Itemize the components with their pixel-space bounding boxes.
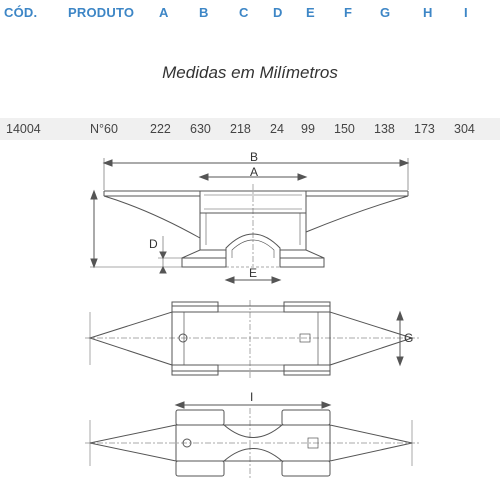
label-i: I — [250, 390, 253, 404]
header-produto: PRODUTO — [68, 5, 135, 20]
units-subtitle: Medidas em Milímetros — [162, 63, 338, 82]
row-value-i: 304 — [454, 122, 475, 136]
header-cod: CÓD. — [4, 5, 38, 20]
row-value-d: 24 — [270, 122, 284, 136]
row-value-c: 218 — [230, 122, 251, 136]
header-col-e: E — [306, 5, 315, 20]
anvil-top-view: G — [85, 300, 420, 378]
header-col-h: H — [423, 5, 433, 20]
row-value-e: 99 — [301, 122, 315, 136]
table-row: 14004 N°60 222 630 218 24 99 150 138 173… — [0, 118, 500, 140]
header-col-g: G — [380, 5, 391, 20]
row-cod: 14004 — [6, 122, 41, 136]
header-col-a: A — [159, 5, 169, 20]
anvil-side-view: B A D — [90, 150, 410, 284]
label-d: D — [149, 237, 158, 251]
header-col-c: C — [239, 5, 249, 20]
header-col-i: I — [464, 5, 468, 20]
anvil-bottom-view: I — [85, 390, 420, 480]
row-value-b: 630 — [190, 122, 211, 136]
header-col-b: B — [199, 5, 209, 20]
row-value-f: 150 — [334, 122, 355, 136]
label-g: G — [404, 331, 413, 345]
table-header: CÓD. PRODUTO A B C D E F G H I — [0, 0, 500, 24]
header-col-d: D — [273, 5, 283, 20]
label-a: A — [250, 165, 258, 179]
header-col-f: F — [344, 5, 353, 20]
row-value-g: 138 — [374, 122, 395, 136]
row-value-h: 173 — [414, 122, 435, 136]
label-e: E — [249, 266, 257, 280]
row-produto: N°60 — [90, 122, 118, 136]
row-value-a: 222 — [150, 122, 171, 136]
label-b: B — [250, 150, 258, 164]
